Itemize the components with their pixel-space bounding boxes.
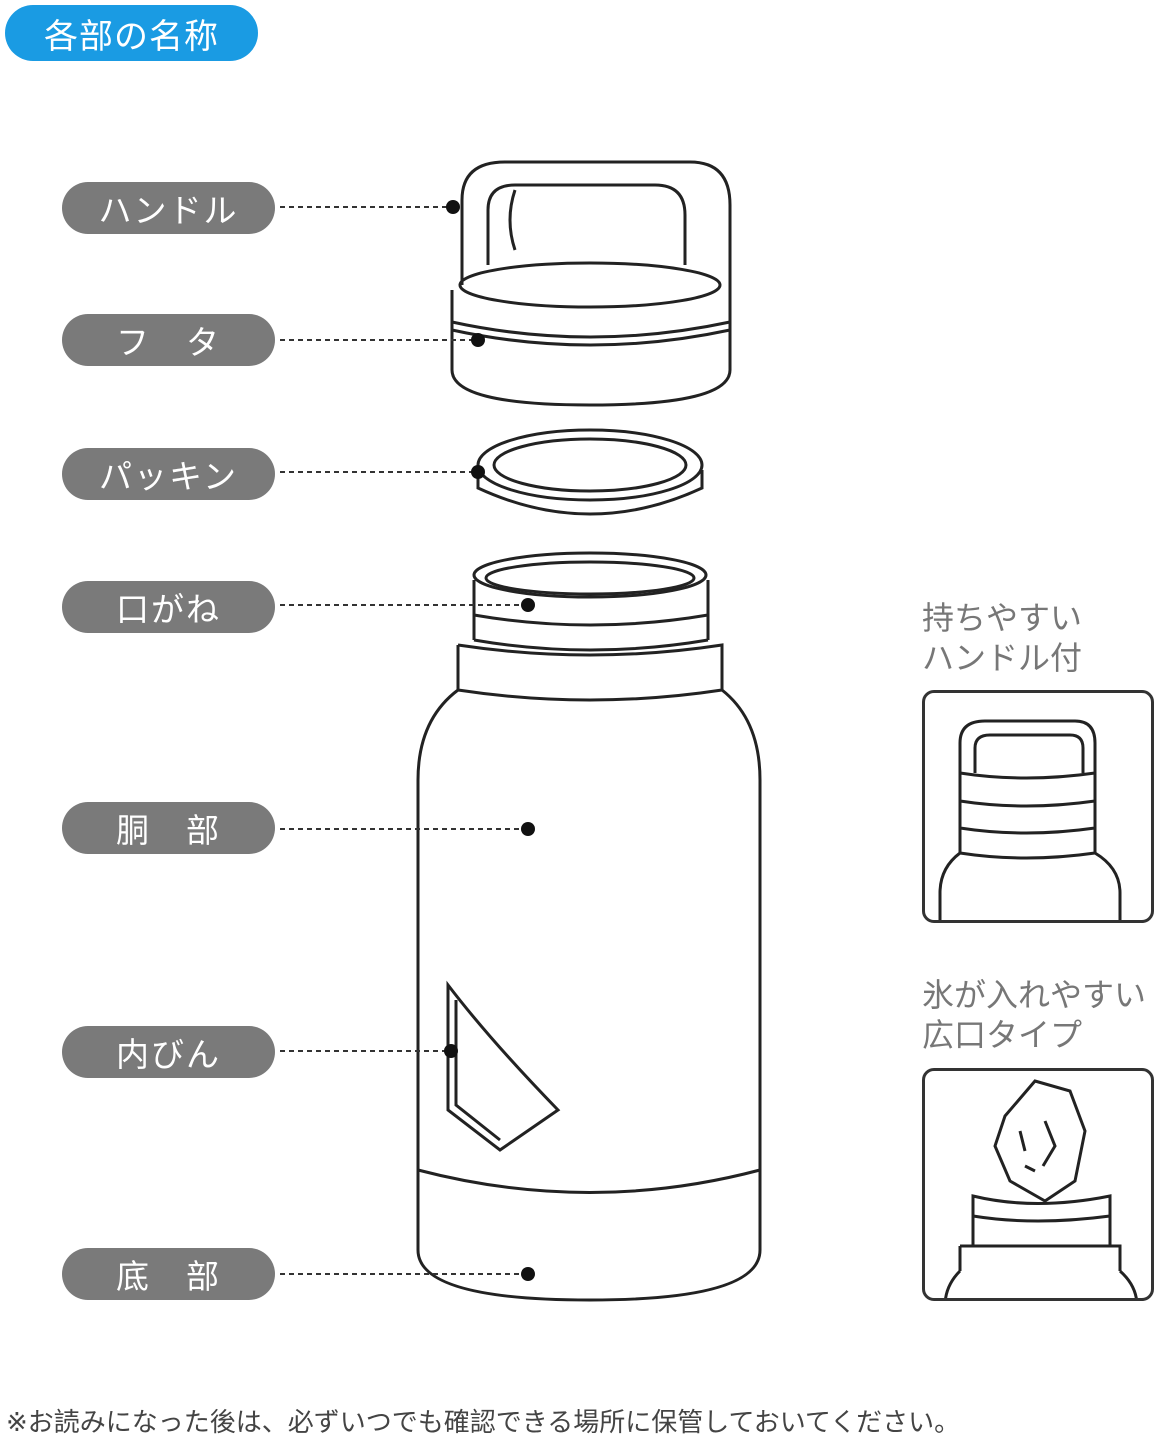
label-mouth: 口がね	[62, 581, 275, 633]
feature-line: 広口タイプ	[922, 1016, 1083, 1054]
feature-line: 持ちやすい	[922, 599, 1083, 637]
pointer-dot	[521, 822, 535, 836]
label-inner-bottle: 内びん	[62, 1026, 275, 1078]
pointer-dot	[521, 1267, 535, 1281]
feature-handle-text: 持ちやすい ハンドル付	[922, 598, 1082, 678]
feature-line: ハンドル付	[922, 639, 1083, 677]
pointer-dot	[444, 1044, 458, 1058]
feature-wide-mouth-text: 氷が入れやすい 広口タイプ	[922, 975, 1146, 1055]
handle-outline	[460, 160, 732, 290]
label-gasket: パッキン	[62, 448, 275, 500]
pointer-dot	[471, 333, 485, 347]
feature-handle-image	[922, 690, 1154, 923]
body-outline	[416, 688, 762, 1302]
feature-wide-mouth-image	[922, 1068, 1154, 1301]
label-lid: フ タ	[62, 314, 275, 366]
inner-bottle-cutaway	[446, 980, 561, 1152]
label-body: 胴 部	[62, 802, 275, 854]
pointer-dot	[471, 465, 485, 479]
ice-cube-icon	[993, 1079, 1087, 1203]
label-bottom: 底 部	[62, 1248, 275, 1300]
feature-line: 氷が入れやすい	[922, 976, 1147, 1014]
mouth-outline	[472, 551, 708, 599]
pointer-dot	[446, 200, 460, 214]
storage-note: ※お読みになった後は、必ずいつでも確認できる場所に保管しておいてください。	[6, 1408, 961, 1438]
lid-outline	[450, 290, 732, 407]
label-handle: ハンドル	[62, 182, 275, 234]
handle-closeup-illustration	[938, 719, 1122, 920]
pointer-dot	[521, 598, 535, 612]
section-title: 各部の名称	[5, 5, 258, 61]
ice-closeup-illustration	[944, 1079, 1138, 1298]
